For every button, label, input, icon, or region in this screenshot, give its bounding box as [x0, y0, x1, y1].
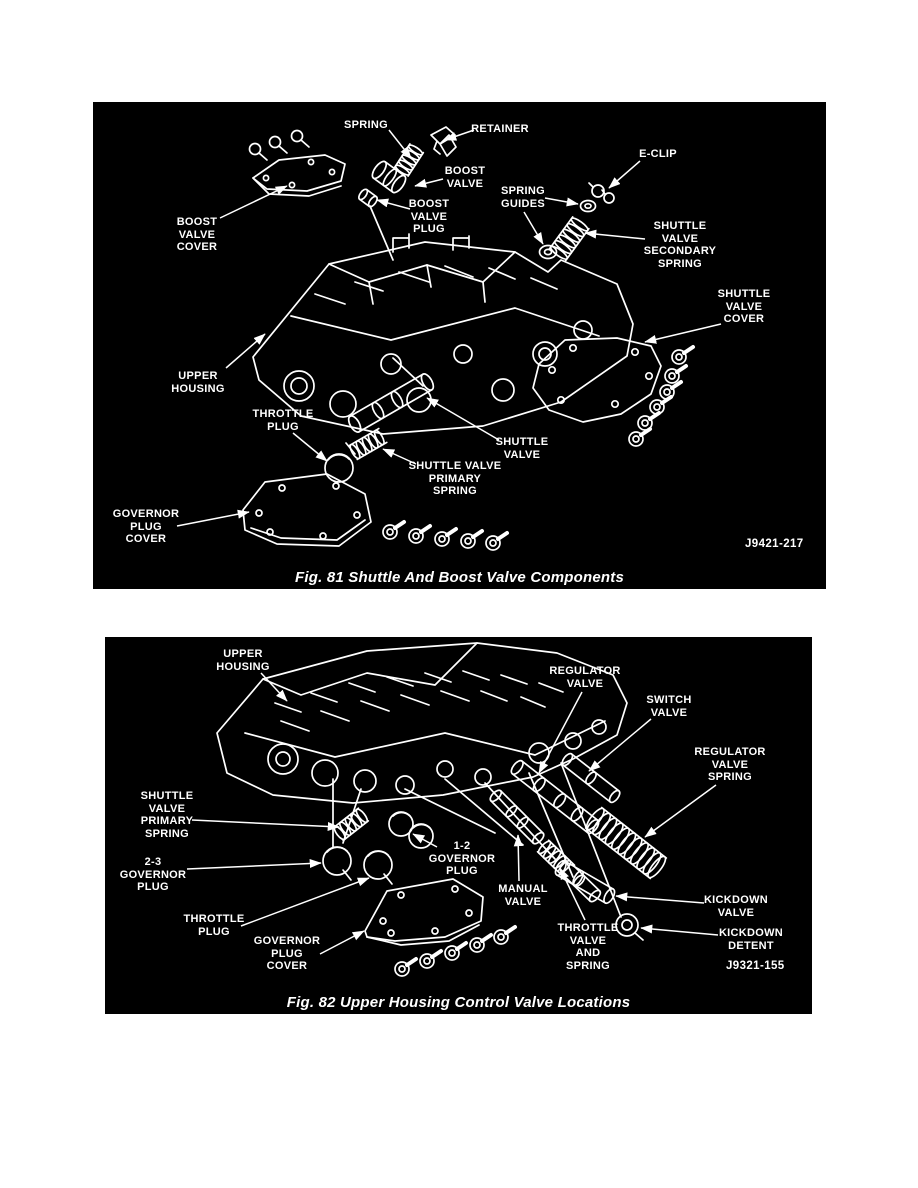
- throttle-valve-and-spring-leader-line: [559, 867, 586, 921]
- shuttle-valve-cover-leader-line: [644, 323, 722, 344]
- manual-valve-drawing: [489, 789, 545, 845]
- governor-plug-cover-leader-line: [319, 930, 365, 955]
- boost-valve-cover-drawing: [252, 154, 346, 197]
- figure-82-caption: Fig. 82 Upper Housing Control Valve Loca…: [286, 994, 631, 1011]
- regulator-valve-spring-leader-line: [644, 784, 717, 838]
- switch-valve-leader-line: [588, 718, 652, 772]
- governor-plug-2-3-drawing: [322, 846, 352, 881]
- regulator-valve-spring-drawing: [584, 806, 668, 880]
- leader-lines-layer: [186, 672, 719, 955]
- boost-valve-plug-leader-line: [376, 198, 411, 210]
- shuttle-valve-primary-spring-leader-line: [191, 819, 340, 831]
- shuttle-valve-secondary-spring-drawing: [548, 216, 590, 262]
- shuttle-valve-primary-spring-leader-line: [382, 448, 417, 465]
- 1-2-governor-plug-leader-line: [412, 833, 438, 848]
- switch-valve-drawing: [561, 752, 621, 804]
- shuttle-valve-drawing: [347, 373, 435, 433]
- spring-guides-leader-line: [523, 211, 544, 245]
- kickdown-detent-drawing: [615, 913, 644, 941]
- kickdown-valve-leader-line: [615, 892, 705, 904]
- throttle-plug-drawing: [324, 453, 354, 483]
- shuttle-valve-leader-line: [426, 397, 500, 441]
- spring-leader-line: [388, 129, 412, 159]
- shuttle-valve-cover-drawing: [532, 337, 662, 423]
- boost-valve-leader-line: [414, 178, 444, 188]
- spring-guides-leader-line: [544, 197, 579, 207]
- throttle-plug-leader-line: [240, 877, 370, 927]
- throttle-plug-drawing: [363, 850, 393, 885]
- throttle-plug-leader-line: [292, 432, 328, 462]
- retainer-label: RETAINER: [471, 123, 529, 135]
- governor-plug-cover-drawing: [364, 878, 484, 946]
- governor-plug-cover-drawing: [242, 473, 372, 547]
- regulator-valve-drawing: [510, 759, 600, 835]
- upper-housing-leader-line: [260, 672, 288, 702]
- 2-3-governor-plug-leader-line: [186, 859, 322, 870]
- boost-valve-cover-leader-line: [219, 185, 288, 219]
- figure-81-caption: Fig. 81 Shuttle And Boost Valve Componen…: [295, 569, 624, 586]
- shuttle-valve-secondary-spring-leader-line: [584, 229, 646, 240]
- spring-guides-drawing: [538, 199, 597, 260]
- kickdown-detent-leader-line: [640, 924, 719, 936]
- retainer-leader-line: [444, 129, 475, 141]
- e-clip-leader-line: [608, 160, 641, 189]
- assembly-alignment-lines: [345, 205, 424, 455]
- governor-plug-cover-leader-line: [176, 509, 250, 527]
- leader-lines-layer: [176, 129, 722, 527]
- spring-label: SPRING: [344, 119, 388, 131]
- valve-body-bolts-drawing: [394, 925, 517, 977]
- shuttle-valve-primary-spring-drawing: [348, 427, 388, 461]
- cover-screws-drawing: [248, 129, 310, 161]
- valve-body-bolts-drawing: [382, 345, 695, 551]
- e-clip-drawing: [588, 182, 615, 204]
- figure-82-drawing: [186, 642, 719, 977]
- upper-housing-leader-line: [225, 333, 266, 369]
- figure-82-code: J9321-155: [726, 960, 785, 972]
- regulator-valve-leader-line: [538, 691, 583, 774]
- e-clip-label: E-CLIP: [639, 148, 677, 160]
- manual-valve-leader-line: [513, 834, 523, 882]
- boost-valve-drawing: [371, 160, 407, 194]
- figure-81-code: J9421-217: [745, 538, 804, 550]
- figure-81-drawing: [176, 126, 722, 551]
- governor-plug-1-2-drawing: [388, 811, 434, 849]
